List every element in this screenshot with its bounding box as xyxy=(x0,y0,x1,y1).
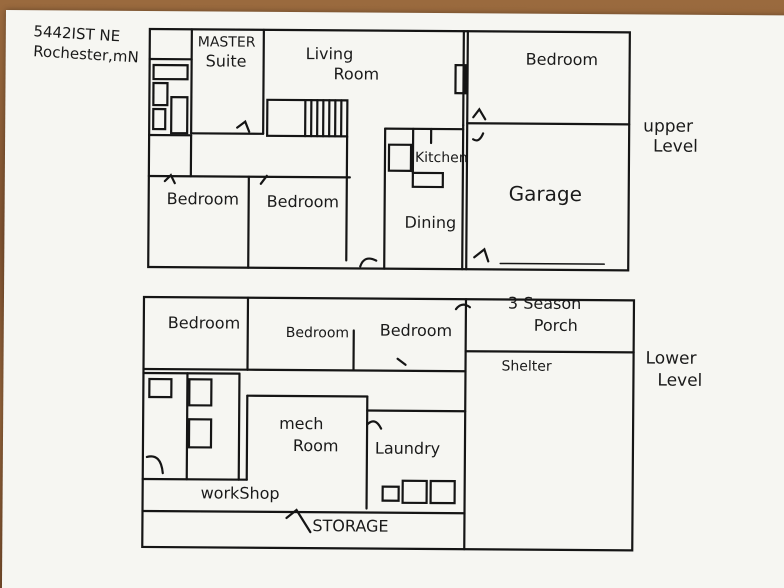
master-suite-label-2: Suite xyxy=(205,51,247,71)
lower-level-label: Lower xyxy=(645,348,697,369)
three-season-porch-label-2: Porch xyxy=(533,315,578,335)
laundry-label: Laundry xyxy=(374,438,441,459)
bedroom-upper-left-label: Bedroom xyxy=(166,189,240,209)
garage-label: Garage xyxy=(508,181,583,207)
mech-room-label-2: Room xyxy=(292,436,339,456)
shelter-label: Shelter xyxy=(501,358,552,375)
master-suite-label: MASTER xyxy=(197,34,256,51)
upper-level-label-2: Level xyxy=(652,136,699,157)
lower-outline xyxy=(141,295,636,552)
lower-level-label-2: Level xyxy=(657,370,703,391)
bedroom-top-right-label: Bedroom xyxy=(525,49,599,70)
dining-label: Dining xyxy=(404,212,457,233)
living-room-label-2: Room xyxy=(333,64,380,84)
upper-outline xyxy=(147,27,631,272)
three-season-porch-label: 3 Season xyxy=(507,293,582,314)
bedroom-lower-right-label: Bedroom xyxy=(379,320,453,341)
upper-level-label: upper xyxy=(643,116,694,137)
paper-sheet: 5442IST NE Rochester,mN MASTER Suite Liv… xyxy=(1,10,784,588)
kitchen-label: Kitchen xyxy=(414,149,468,167)
living-room-label: Living xyxy=(305,44,354,64)
workshop-label: workShop xyxy=(200,483,280,503)
bedroom-lower-mid-label: Bedroom xyxy=(285,324,350,342)
storage-label: STORAGE xyxy=(312,516,389,536)
floor-plan-drawing xyxy=(141,27,636,552)
bedroom-upper-mid-label: Bedroom xyxy=(266,191,340,212)
mech-room-label: mech xyxy=(279,413,324,434)
bedroom-lower-left-label: Bedroom xyxy=(167,313,241,333)
